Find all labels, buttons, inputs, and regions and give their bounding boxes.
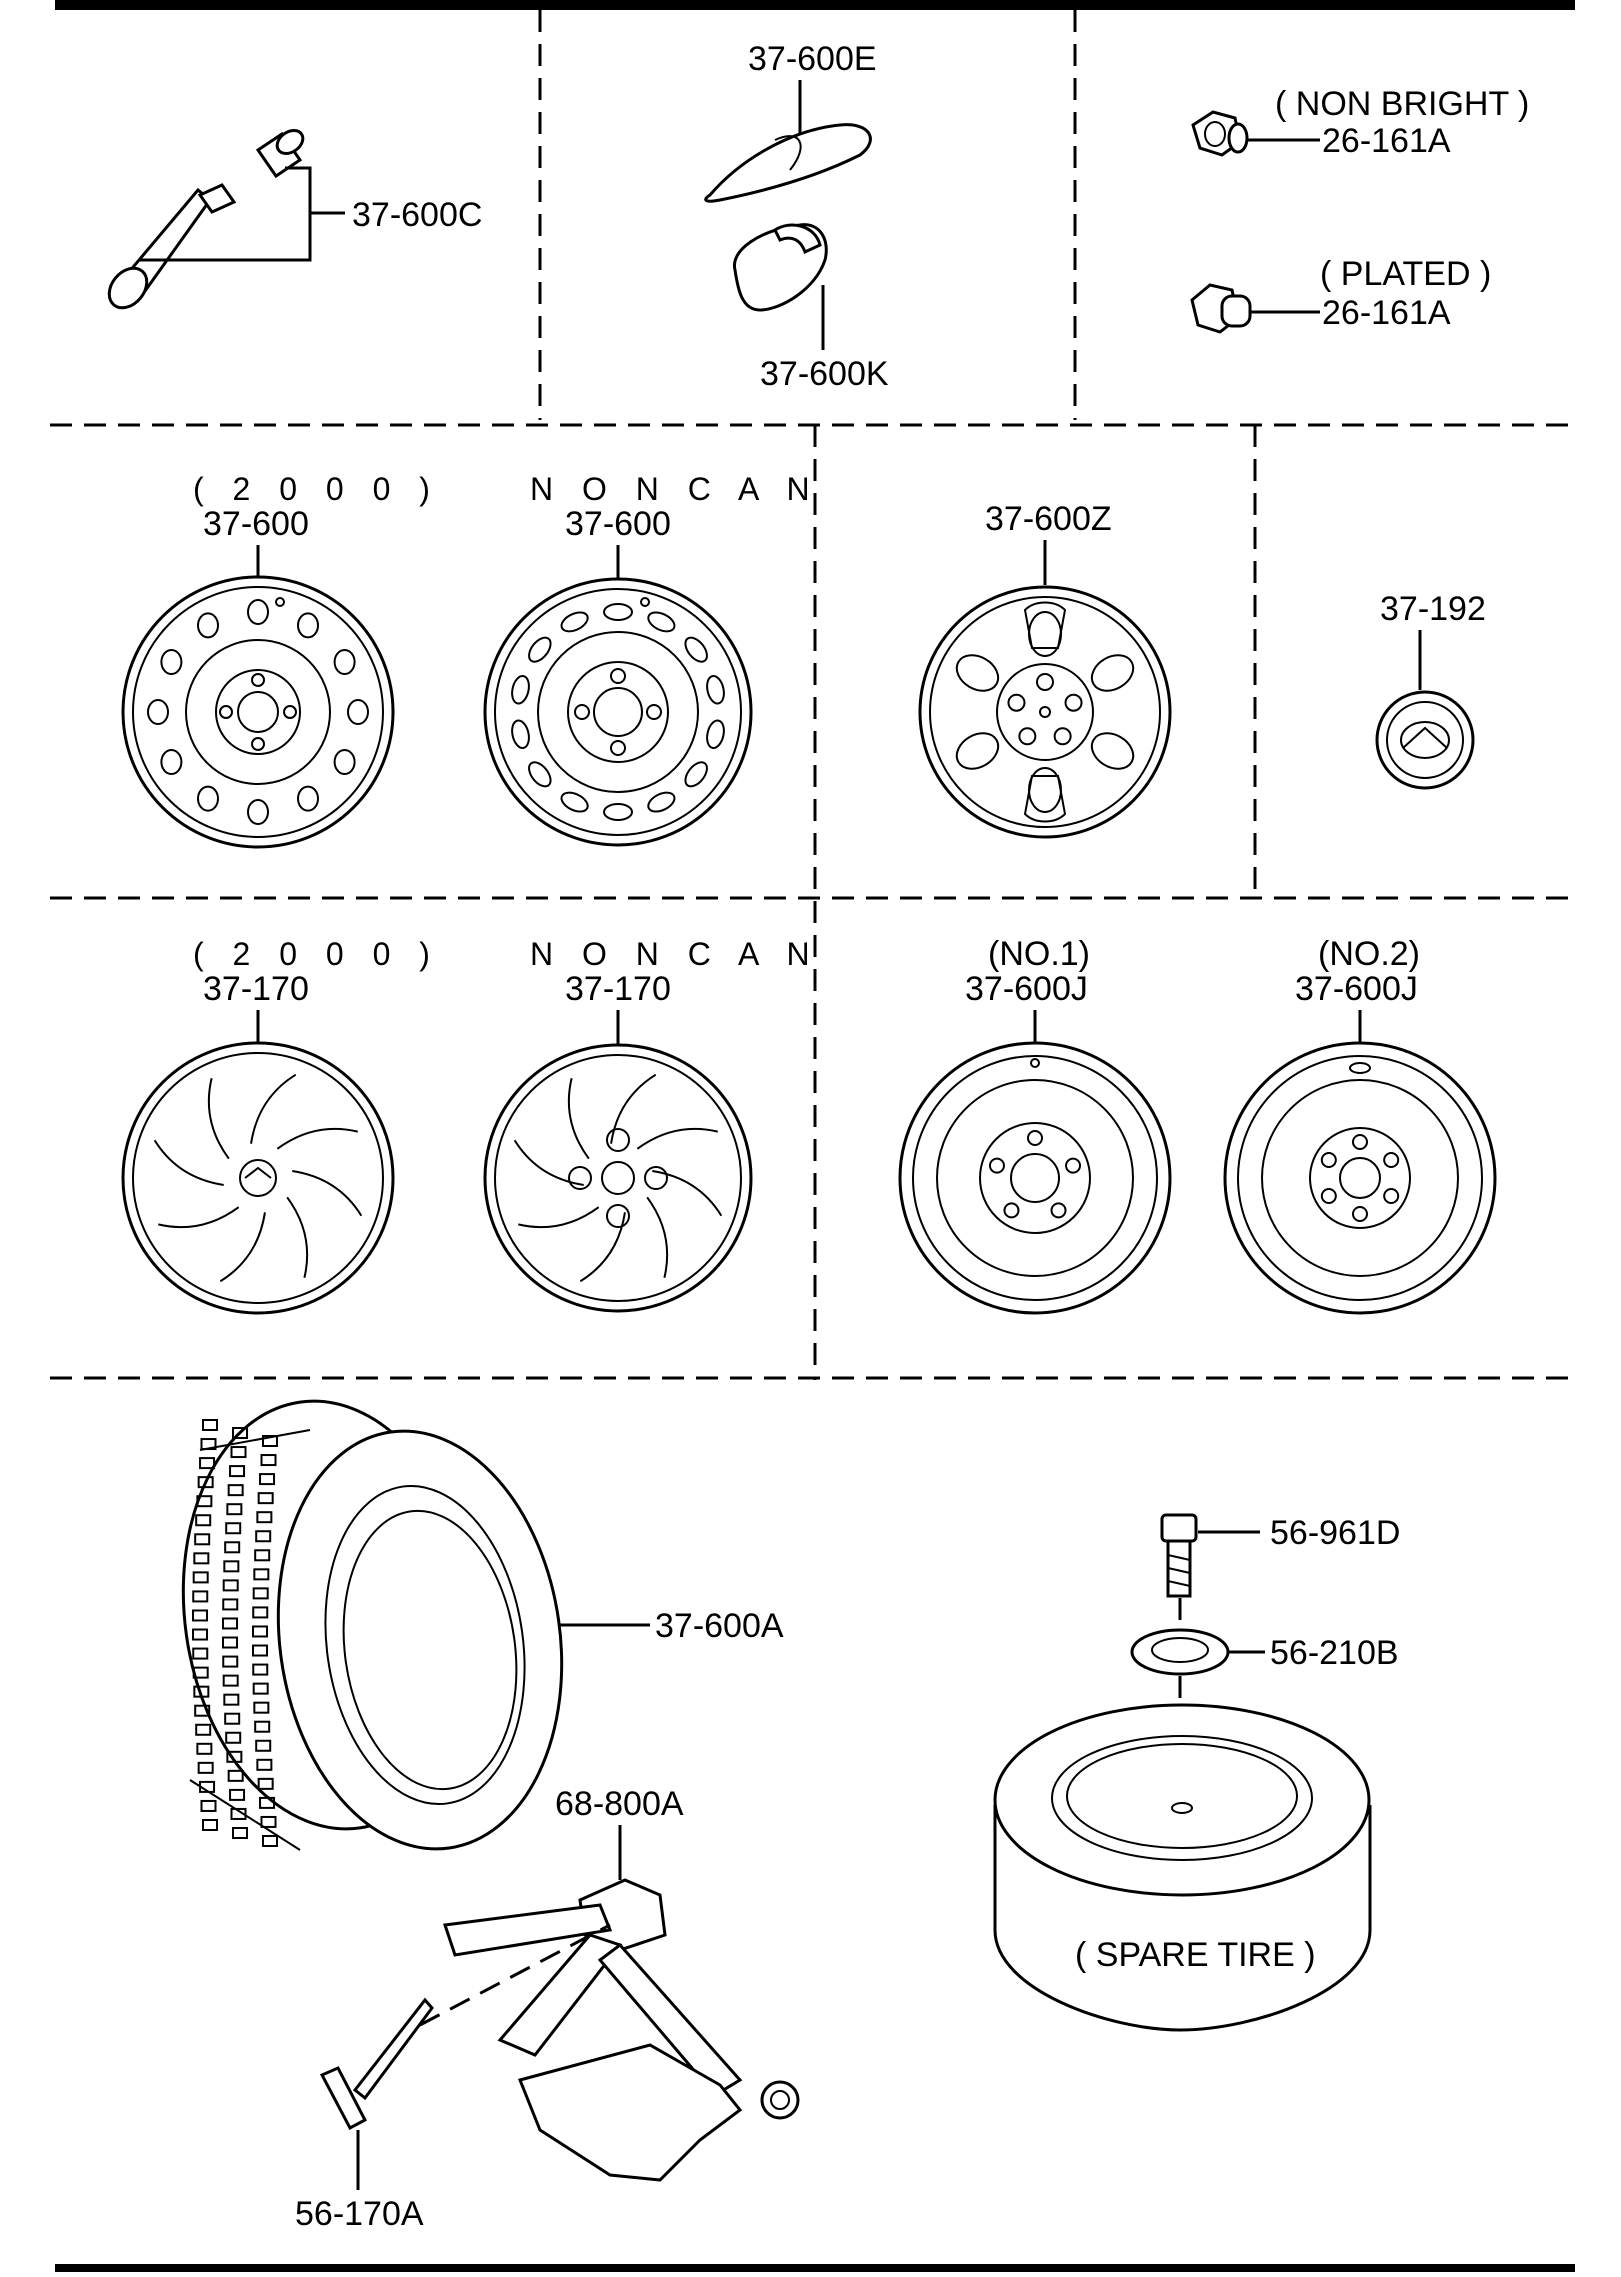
- spare-wheel-no1-icon: [898, 1010, 1172, 1315]
- spare-wheel-no2-icon: [1223, 1010, 1497, 1315]
- section-dividers: [50, 10, 1575, 1380]
- label-cover-2000-note: ( 2 0 0 0 ): [193, 936, 440, 972]
- label-56-961d: 56-961D: [1270, 1514, 1400, 1552]
- washer-icon: [1130, 1628, 1265, 1800]
- label-37-600k: 37-600K: [760, 355, 889, 393]
- label-nut-nonbright-note: ( NON BRIGHT ): [1275, 85, 1529, 123]
- label-68-800a: 68-800A: [555, 1785, 684, 1823]
- label-spare-tire: ( SPARE TIRE ): [1075, 1936, 1316, 1974]
- label-spare2-note: (NO.2): [1318, 935, 1420, 973]
- label-cover-noncan: 37-170: [565, 970, 671, 1008]
- wheel-cover-2000-icon: [121, 1010, 395, 1315]
- balance-weight-k-icon: [733, 223, 828, 350]
- label-wheel-2000: 37-600: [203, 505, 309, 543]
- label-spare1-note: (NO.1): [988, 935, 1090, 973]
- label-nut-plated: 26-161A: [1322, 294, 1451, 332]
- valve-stem-icon: [107, 129, 345, 310]
- jack-handle-icon: [319, 1997, 434, 2190]
- top-border: [55, 0, 1575, 10]
- wheel-cover-noncan-icon: [483, 1010, 753, 1313]
- spare-tire-icon: [993, 1703, 1372, 2032]
- label-spare2: 37-600J: [1295, 970, 1418, 1008]
- nut-plated-icon: [1190, 283, 1320, 334]
- label-37-600z: 37-600Z: [985, 500, 1112, 538]
- steel-wheel-noncan-icon: [483, 545, 753, 847]
- label-wheel-2000-note: ( 2 0 0 0 ): [193, 471, 440, 507]
- label-37-600a: 37-600A: [655, 1607, 784, 1645]
- bolt-icon: [1160, 1513, 1260, 1640]
- scissor-jack-icon: [419, 1825, 800, 2182]
- label-wheel-noncan-note: N O N C A N: [530, 471, 820, 507]
- label-37-600e: 37-600E: [748, 40, 877, 78]
- steel-wheel-2000-icon: [121, 545, 395, 849]
- balance-weight-e-icon: [704, 80, 872, 203]
- label-nut-plated-note: ( PLATED ): [1320, 255, 1491, 293]
- bottom-border: [55, 2264, 1575, 2272]
- center-cap-icon: [1375, 630, 1475, 790]
- label-nut-nonbright: 26-161A: [1322, 122, 1451, 160]
- label-spare1: 37-600J: [965, 970, 1088, 1008]
- label-cover-noncan-note: N O N C A N: [530, 936, 820, 972]
- tire-icon: [181, 1399, 650, 1851]
- label-37-192: 37-192: [1380, 590, 1486, 628]
- label-37-600c: 37-600C: [352, 196, 482, 234]
- label-56-210b: 56-210B: [1270, 1634, 1399, 1672]
- label-56-170a: 56-170A: [295, 2195, 424, 2233]
- label-cover-2000: 37-170: [203, 970, 309, 1008]
- nut-nonbright-icon: [1191, 110, 1320, 157]
- alloy-wheel-icon: [918, 540, 1172, 839]
- label-wheel-noncan: 37-600: [565, 505, 671, 543]
